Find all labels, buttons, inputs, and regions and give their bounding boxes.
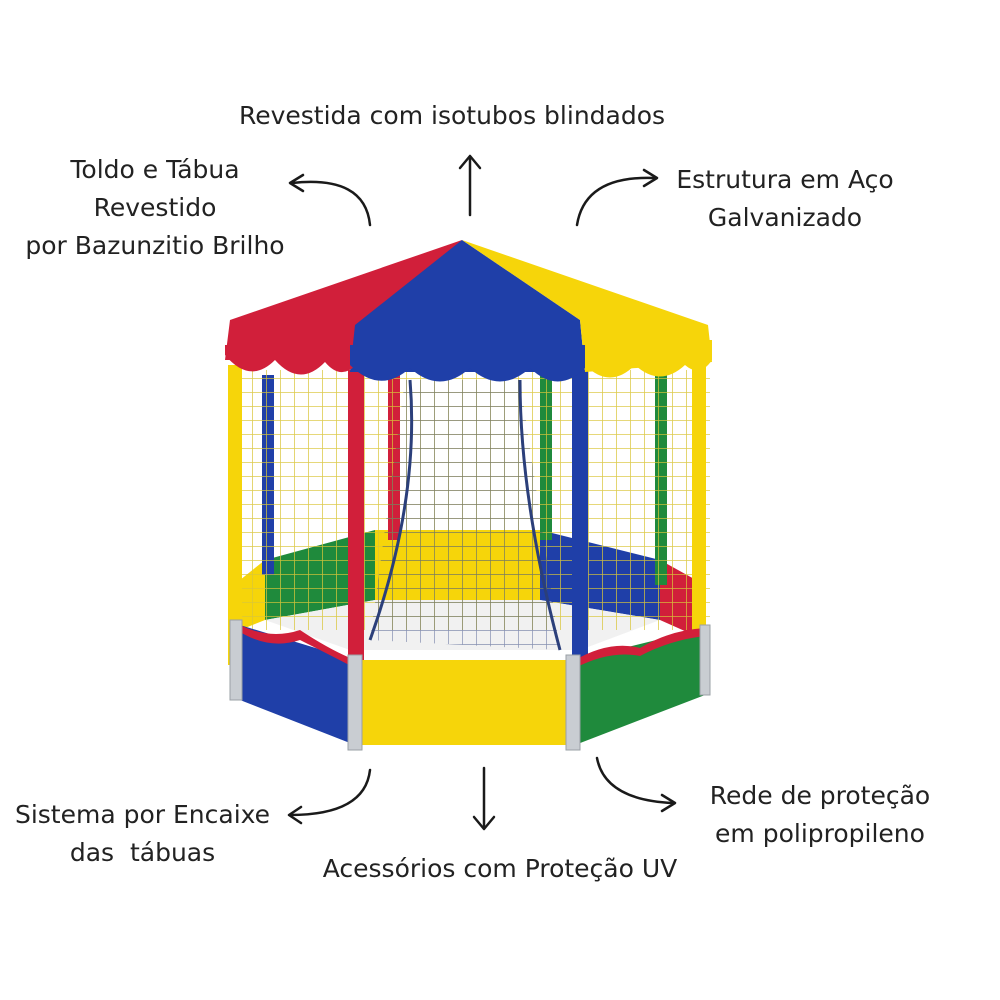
arrow-icon (575, 168, 659, 227)
callout-bottom-right-label: Rede de proteção em polipropileno (695, 777, 945, 853)
arrow-icon (472, 766, 496, 831)
callout-bottom-left-label: Sistema por Encaixe das tábuas (5, 796, 280, 872)
callout-bottom-line: Acessórios com Proteção UV (322, 854, 678, 883)
callout-bottom-left-line: Sistema por Encaixe (14, 800, 271, 829)
arrow-icon (287, 768, 372, 825)
callout-top-left-line: Toldo e Tábua (70, 155, 240, 184)
callout-top-left-line: por Bazunzitio Brilho (25, 231, 285, 260)
callout-top-line: Revestida com isotubos blindados (238, 101, 666, 130)
callout-bottom-right-line: Rede de proteção (709, 781, 931, 810)
callout-top-left-line: Revestido (93, 193, 217, 222)
callout-bottom-left-line: das tábuas (69, 838, 216, 867)
callout-bottom-right-line: em polipropileno (715, 819, 925, 848)
arrow-icon (288, 173, 372, 227)
callout-top-right-line: Galvanizado (707, 203, 863, 232)
arrow-icon (458, 154, 482, 217)
callout-top-right-label: Estrutura em Aço Galvanizado (660, 161, 910, 237)
callout-top-label: Revestida com isotubos blindados (232, 97, 672, 135)
callout-top-right-line: Estrutura em Aço (676, 165, 894, 194)
arrow-icon (595, 756, 677, 813)
callout-bottom-label: Acessórios com Proteção UV (300, 850, 700, 888)
callout-top-left-label: Toldo e Tábua Revestido por Bazunzitio B… (10, 151, 300, 265)
